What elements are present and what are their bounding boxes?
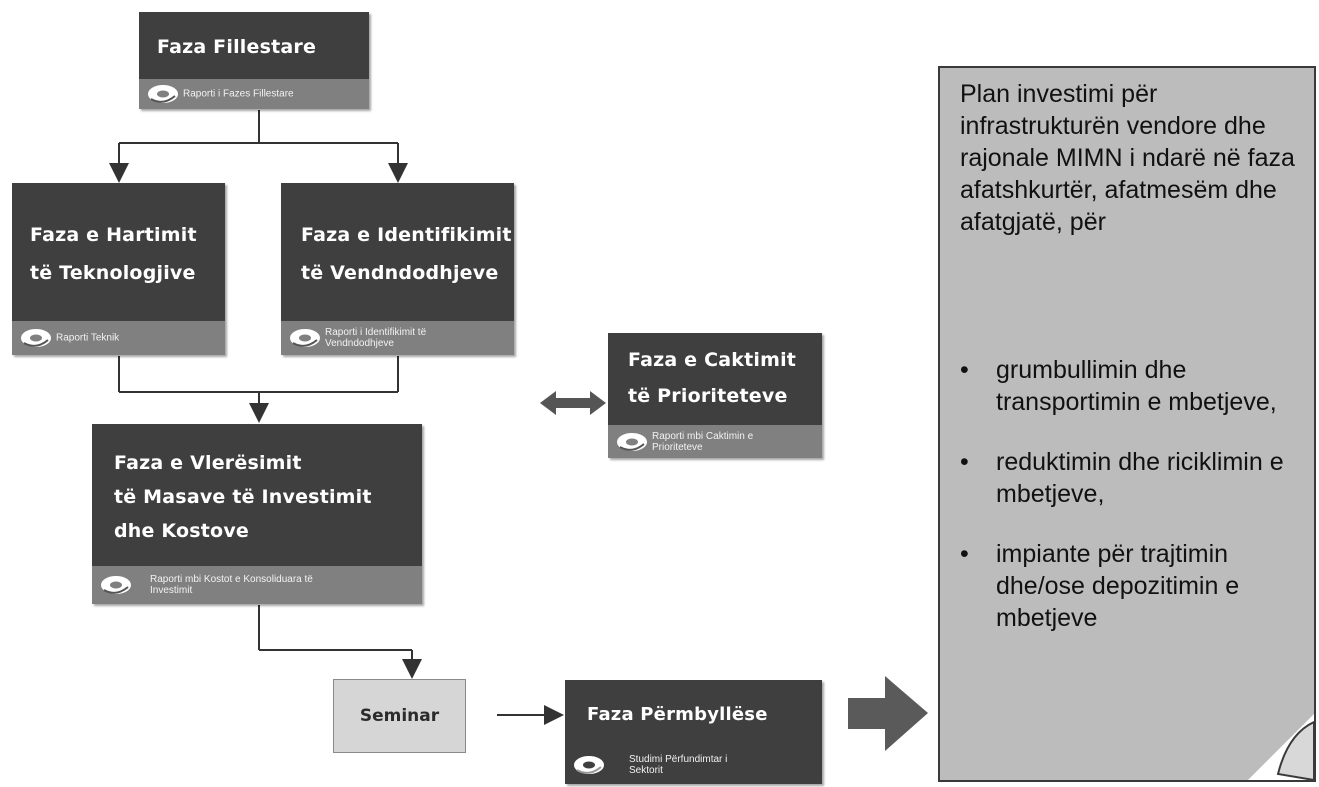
list-item: • grumbullimin dhe transportimin e mbetje… bbox=[960, 354, 1310, 418]
phase-priorities: Faza e Caktimit të Prioriteteve Raporti … bbox=[608, 333, 822, 458]
cd-disk-icon bbox=[101, 576, 131, 594]
phase-priorities-report-text: Raporti mbi Caktimin e Prioriteteve bbox=[652, 431, 818, 453]
cd-disk-icon bbox=[617, 432, 647, 451]
phase-evaluation-report-text: Raporti mbi Kostot e Konsoliduara të Inv… bbox=[150, 574, 418, 596]
phase-technology-title-line1: Faza e Hartimit bbox=[30, 224, 197, 246]
phase-initial-title: Faza Fillestare bbox=[157, 36, 317, 58]
phase-priorities-title-line1: Faza e Caktimit bbox=[628, 349, 797, 371]
cd-disk-icon bbox=[574, 756, 604, 774]
phase-technology-report: Raporti Teknik bbox=[12, 321, 225, 355]
phase-final-report-line2: Sektorit bbox=[629, 765, 663, 776]
phase-evaluation-title-line2: të Masave të Investimit bbox=[114, 486, 372, 508]
phase-technology-report-text: Raporti Teknik bbox=[56, 332, 120, 344]
seminar-label: Seminar bbox=[359, 706, 440, 726]
cd-disk-icon bbox=[290, 329, 320, 347]
phase-sites: Faza e Identifikimit të Vendndodhjeve Ra… bbox=[281, 183, 514, 355]
phase-evaluation-title-line3: dhe Kostove bbox=[114, 520, 249, 542]
phase-final-report-line1: Studimi Përfundimtar i bbox=[629, 754, 728, 765]
phase-priorities-title-line2: të Prioriteteve bbox=[628, 385, 788, 407]
phase-initial: Faza Fillestare Raporti i Fazes Fillesta… bbox=[139, 12, 369, 109]
cd-disk-icon bbox=[21, 329, 51, 347]
bullet: • bbox=[960, 356, 969, 384]
phase-priorities-report-line1: Raporti mbi Caktimin e bbox=[652, 430, 754, 442]
cd-disk-icon bbox=[148, 85, 178, 103]
phase-evaluation-report-line1: Raporti mbi Kostot e Konsoliduara të bbox=[150, 574, 313, 585]
page-curl-icon bbox=[1248, 714, 1314, 780]
bullet: • bbox=[960, 540, 969, 568]
bullet: • bbox=[960, 448, 969, 476]
phase-technology-title-line2: të Teknologjive bbox=[30, 262, 196, 284]
phase-sites-report-text: Raporti i Identifikimit të Vendndodhjeve bbox=[325, 327, 510, 349]
right-block-arrow-icon bbox=[848, 676, 928, 751]
phase-sites-report: Raporti i Identifikimit të Vendndodhjeve bbox=[281, 321, 514, 355]
phase-sites-title-line1: Faza e Identifikimit bbox=[301, 224, 512, 246]
list-item: • reduktimin dhe riciklimin e mbetjeve, bbox=[960, 446, 1310, 510]
phase-evaluation-title-line1: Faza e Vlerësimit bbox=[114, 452, 302, 474]
list-item-text: reduktimin dhe riciklimin e mbetjeve, bbox=[996, 448, 1284, 508]
list-item-text: grumbullimin dhe transportimin e mbetjev… bbox=[996, 356, 1277, 416]
phase-sites-report-line1: Raporti i Identifikimit të bbox=[325, 327, 427, 338]
phase-initial-report: Raporti i Fazes Fillestare bbox=[139, 79, 369, 109]
phase-initial-report-text: Raporti i Fazes Fillestare bbox=[183, 88, 294, 100]
seminar-box: Seminar bbox=[333, 679, 466, 753]
phase-priorities-report-line2: Prioriteteve bbox=[652, 441, 703, 453]
investment-plan-note: Plan investimi për infrastrukturën vendo… bbox=[938, 66, 1316, 782]
list-item: • impiante për trajtimin dhe/ose depoziti… bbox=[960, 538, 1310, 634]
phase-final-title: Faza Përmbyllëse bbox=[587, 704, 768, 725]
double-arrow-icon bbox=[540, 391, 606, 415]
phase-sites-report-line2: Vendndodhjeve bbox=[325, 338, 394, 349]
phase-priorities-report: Raporti mbi Caktimin e Prioriteteve bbox=[608, 425, 822, 458]
phase-evaluation-report-line2: Investimit bbox=[150, 585, 193, 596]
phase-final-report-text: Studimi Përfundimtar i Sektorit bbox=[629, 754, 818, 776]
list-item-text: impiante për trajtimin dhe/ose depozitim… bbox=[996, 540, 1240, 632]
phase-final-report: Studimi Përfundimtar i Sektorit bbox=[565, 746, 822, 784]
phase-evaluation: Faza e Vlerësimit të Masave të Investimi… bbox=[92, 424, 422, 604]
investment-plan-description: Plan investimi për infrastrukturën vendo… bbox=[960, 80, 1295, 236]
phase-sites-title-line2: të Vendndodhjeve bbox=[301, 262, 499, 284]
phase-final: Faza Përmbyllëse Studimi Përfundimtar i … bbox=[565, 680, 822, 784]
phase-technology: Faza e Hartimit të Teknologjive Raporti … bbox=[12, 183, 225, 355]
investment-plan-list: • grumbullimin dhe transportimin e mbetje… bbox=[960, 354, 1310, 662]
phase-evaluation-report: Raporti mbi Kostot e Konsoliduara të Inv… bbox=[92, 566, 422, 604]
